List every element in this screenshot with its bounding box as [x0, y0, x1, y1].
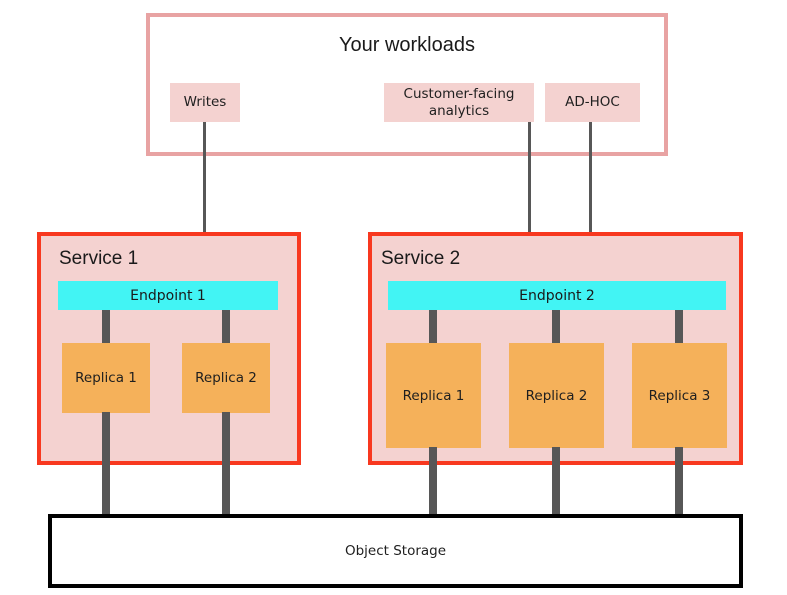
connector-service-2-replica-3-to-storage	[675, 447, 683, 517]
service-2-label: Service 2	[381, 248, 461, 269]
connector-service-1-replica-2-to-storage	[222, 412, 230, 517]
service-2-replica-2[interactable]: Replica 2	[509, 343, 604, 448]
connector-endpoint-2-to-replica-3	[675, 310, 683, 344]
endpoint-2[interactable]: Endpoint 2	[388, 281, 726, 310]
workloads-title: Your workloads	[338, 34, 475, 56]
connector-service-2-replica-1-to-storage	[429, 447, 437, 517]
connector-endpoint-1-to-replica-1	[102, 310, 110, 344]
arrow-analytics-to-endpoint-2-line	[528, 122, 531, 259]
service-1-replica-2[interactable]: Replica 2	[182, 343, 270, 413]
arrow-adhoc-to-endpoint-2-line	[589, 122, 592, 259]
connector-endpoint-1-to-replica-2	[222, 310, 230, 344]
workload-chip-customer-facing-analytics[interactable]: Customer-facing analytics	[384, 83, 534, 122]
workload-chip-ad-hoc[interactable]: AD-HOC	[545, 83, 640, 122]
connector-endpoint-2-to-replica-1	[429, 310, 437, 344]
service-2-replica-3[interactable]: Replica 3	[632, 343, 727, 448]
service-2-replica-1[interactable]: Replica 1	[386, 343, 481, 448]
connector-service-2-replica-2-to-storage	[552, 447, 560, 517]
connector-endpoint-2-to-replica-2	[552, 310, 560, 344]
service-1-label: Service 1	[59, 248, 139, 269]
connector-service-1-replica-1-to-storage	[102, 412, 110, 517]
workload-chip-writes[interactable]: Writes	[170, 83, 240, 122]
service-1-replica-1[interactable]: Replica 1	[62, 343, 150, 413]
arrow-writes-to-endpoint-1-line	[203, 122, 206, 259]
endpoint-1[interactable]: Endpoint 1	[58, 281, 278, 310]
object-storage-box[interactable]: Object Storage	[48, 514, 743, 588]
